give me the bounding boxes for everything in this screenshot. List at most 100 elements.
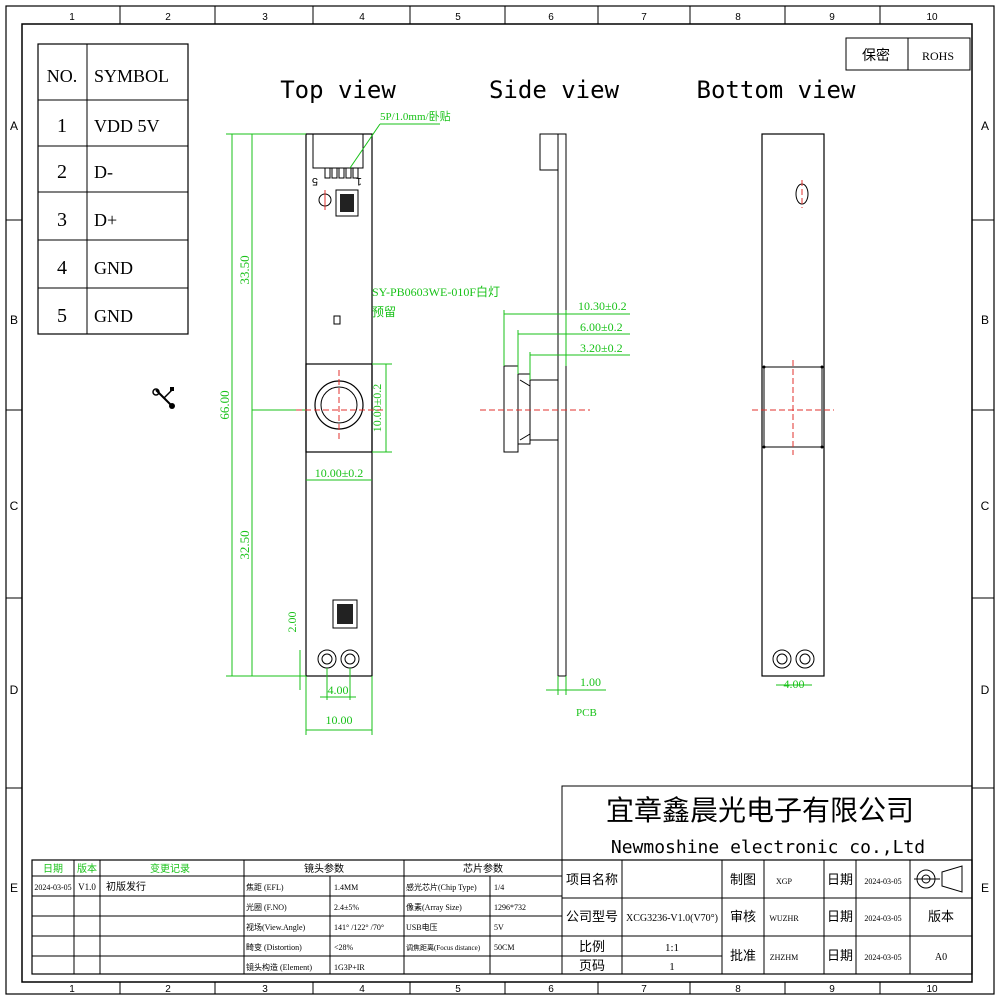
dim-lens-width: 10.00±0.2 (315, 466, 364, 480)
lens-param-value: 1.4MM (334, 883, 358, 892)
page-value: 1 (669, 961, 675, 973)
rev-header-date: 日期 (43, 863, 63, 875)
row-grid: A B C D E A B C D E (6, 119, 994, 895)
dim-bottom-pitch: 4.00 (784, 677, 805, 691)
row-label: A (981, 119, 989, 133)
usb-connector (312, 133, 364, 169)
top-view-title: Top view (280, 76, 396, 104)
approve-name: ZHZHM (770, 953, 798, 962)
col-label: 10 (926, 12, 938, 23)
classification-badges: 保密 ROHS (845, 37, 971, 71)
lens-holder (305, 363, 373, 453)
pin-symbol: D- (94, 162, 113, 182)
row-label: E (981, 881, 989, 895)
chip-param-name: USB电压 (406, 922, 438, 932)
chip-params-title: 芯片参数 (463, 862, 503, 875)
draw-name: XGP (776, 877, 793, 886)
approve-label: 批准 (730, 948, 756, 963)
col-label: 9 (829, 12, 835, 23)
pin-5-label: 5 (312, 175, 318, 187)
top-view-dimensions: 66.00 33.50 32.50 10.00±0.2 10.00±0.2 2.… (217, 109, 500, 735)
centerlines (296, 180, 834, 455)
col-label: 4 (359, 984, 365, 995)
scale-value: 1:1 (665, 942, 679, 954)
model-value: XCG3236-V1.0(V70°) (626, 913, 718, 924)
rev-header-version: 版本 (77, 862, 97, 875)
lens-param-name: 光圈 (F.NO) (246, 902, 287, 912)
col-label: 7 (641, 12, 647, 23)
usb-icon (152, 387, 175, 409)
scale-label: 比例 (579, 939, 605, 954)
dim-hole-pitch: 4.00 (328, 683, 349, 697)
ic-chip (340, 194, 354, 212)
pin-no: 2 (57, 161, 67, 183)
check-label: 审核 (730, 909, 756, 924)
version-value: A0 (935, 952, 947, 963)
row-label: B (10, 313, 18, 327)
pin-symbol: GND (94, 306, 133, 326)
side-connector (539, 133, 559, 171)
bottom-pad (772, 649, 792, 669)
dim-total-length: 66.00 (217, 390, 232, 419)
lower-ic-pad (332, 599, 358, 629)
outer-frame (5, 5, 995, 995)
col-label: 1 (69, 12, 75, 23)
col-label: 1 (69, 984, 75, 995)
top-view: 5 1 (305, 133, 373, 677)
pcb-label: PCB (576, 707, 597, 719)
row-label: D (10, 683, 19, 697)
dim-upper-length: 33.50 (237, 255, 252, 284)
column-grid: 1 2 3 4 5 6 7 8 9 10 1 2 3 4 5 6 7 8 9 1… (69, 6, 938, 995)
col-label: 3 (262, 984, 268, 995)
pin-no: 5 (57, 305, 67, 327)
lens-param-value: 1G3P+IR (334, 963, 365, 972)
date-value: 2024-03-05 (864, 877, 901, 886)
lens-param-value: <28% (334, 943, 354, 952)
led-pad (333, 315, 341, 325)
pin-symbol: D+ (94, 210, 117, 230)
pcb-outline (305, 133, 373, 677)
lens-params-title: 镜头参数 (304, 862, 344, 875)
connector-note: 5P/1.0mm/卧贴 (380, 109, 451, 123)
pin-header-symbol: SYMBOL (94, 66, 169, 86)
dim-hole-offset: 2.00 (285, 612, 299, 633)
col-label: 5 (455, 12, 461, 23)
lens-param-name: 视场(View.Angle) (246, 922, 306, 932)
date-label: 日期 (827, 872, 853, 887)
dim-lower-length: 32.50 (237, 530, 252, 559)
row-label: E (10, 881, 18, 895)
chip-param-name: 调焦距离(Focus distance) (406, 943, 481, 952)
pin-no: 1 (57, 115, 67, 137)
chip-param-name: 像素(Array Size) (406, 902, 462, 912)
dim-side-320: 3.20±0.2 (580, 341, 623, 355)
col-label: 8 (735, 12, 741, 23)
connector-pins (324, 167, 359, 179)
lens-param-value: 141° /122° /70° (334, 923, 384, 932)
side-lens-flange (503, 365, 519, 453)
dim-side-600: 6.00±0.2 (580, 320, 623, 334)
rev-change: 初版发行 (106, 880, 146, 893)
bottom-view-title: Bottom view (697, 76, 856, 104)
lower-ic (337, 604, 353, 624)
col-label: 4 (359, 12, 365, 23)
col-label: 10 (926, 984, 938, 995)
led-note-line1: SY-PB0603WE-010F白灯 (372, 284, 500, 299)
row-label: D (981, 683, 990, 697)
row-label: C (981, 499, 990, 513)
rev-version: V1.0 (78, 882, 96, 892)
chip-param-value: 1/4 (494, 883, 504, 892)
col-label: 6 (548, 12, 554, 23)
solder-pad (340, 649, 360, 669)
led-note-line2: 预留 (372, 305, 396, 319)
col-label: 8 (735, 984, 741, 995)
page-label: 页码 (579, 958, 605, 973)
date-label: 日期 (827, 909, 853, 924)
row-label: B (981, 313, 989, 327)
row-label: A (10, 119, 18, 133)
chip-param-value: 1296*732 (494, 903, 526, 912)
rev-header-change: 变更记录 (150, 862, 190, 875)
check-name: WUZHR (769, 914, 799, 923)
col-label: 2 (165, 984, 171, 995)
pin-1-label: 1 (356, 175, 362, 187)
project-label: 项目名称 (566, 872, 618, 887)
